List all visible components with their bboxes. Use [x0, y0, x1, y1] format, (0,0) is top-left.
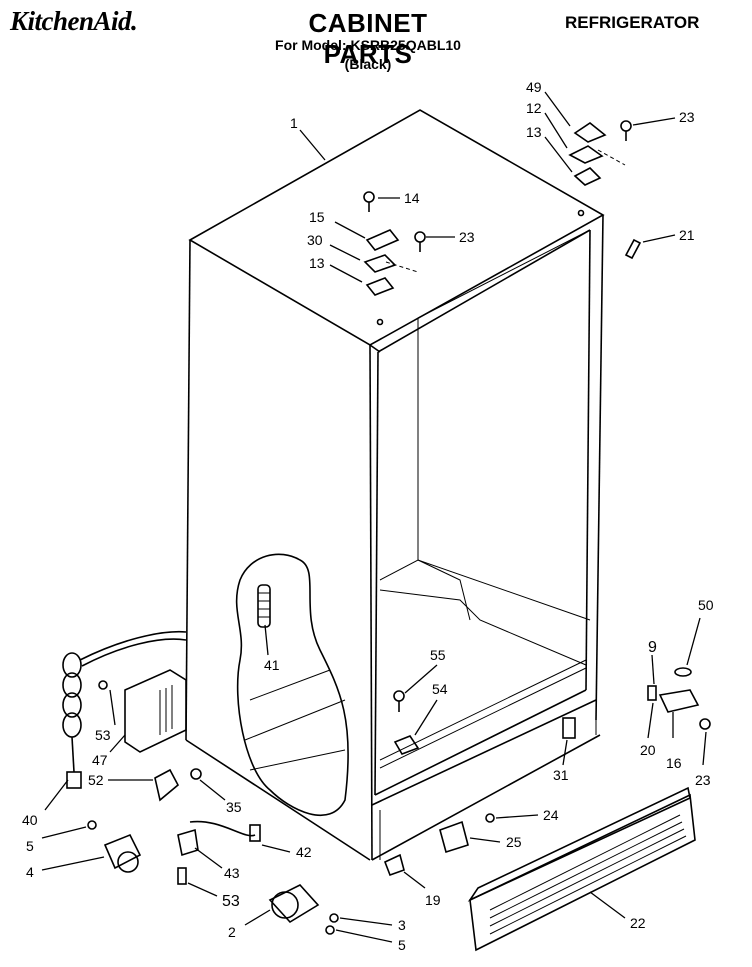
latch-31 [562, 717, 576, 739]
callout-24: 24 [543, 807, 559, 823]
bracket-52 [154, 768, 202, 802]
cabinet-body [185, 109, 605, 861]
drain-tube [257, 584, 271, 628]
callout-30: 30 [307, 232, 323, 248]
brand-logo: KitchenAid. [10, 6, 138, 36]
control-box [98, 669, 187, 753]
callout-53b: 53 [222, 893, 240, 910]
page-title: CABINET PARTS [308, 8, 428, 69]
callout-47: 47 [92, 752, 108, 768]
callout-13a: 13 [309, 255, 325, 271]
callout-42: 42 [296, 844, 312, 860]
front-roller [268, 884, 339, 935]
bracket-19 [383, 853, 405, 877]
callout-23a: 23 [459, 229, 475, 245]
callout-25: 25 [506, 834, 522, 850]
callout-5b: 5 [398, 937, 406, 953]
callout-labels: 1 14 15 23 30 13 49 12 13 23 21 41 55 54… [22, 79, 714, 953]
callout-16: 16 [666, 755, 682, 771]
callout-35: 35 [226, 799, 242, 815]
callout-54: 54 [432, 681, 448, 697]
model-subtitle: For Model: KSRB25QABL10 [275, 37, 461, 53]
callout-15: 15 [309, 209, 325, 225]
callout-40: 40 [22, 812, 38, 828]
callout-55: 55 [430, 647, 446, 663]
top-hinge-right [568, 120, 632, 217]
callout-23b: 23 [679, 109, 695, 125]
callout-12: 12 [526, 100, 542, 116]
callout-20: 20 [640, 742, 656, 758]
callout-3: 3 [398, 917, 406, 933]
leader-lines [41, 91, 707, 943]
callout-1: 1 [290, 115, 298, 131]
callout-52: 52 [88, 772, 104, 788]
toe-grille [467, 786, 696, 952]
leveling-bracket [393, 690, 420, 755]
category-label: REFRIGERATOR [565, 13, 700, 32]
callout-14: 14 [404, 190, 420, 206]
water-tube [189, 820, 256, 837]
callout-19: 19 [425, 892, 441, 908]
callout-31: 31 [553, 767, 569, 783]
bracket-25 [439, 820, 469, 854]
callout-43: 43 [224, 865, 240, 881]
callout-23c: 23 [695, 772, 711, 788]
callout-50: 50 [698, 597, 714, 613]
callout-13b: 13 [526, 124, 542, 140]
callout-5a: 5 [26, 838, 34, 854]
callout-4: 4 [26, 864, 34, 880]
callout-9: 9 [648, 639, 657, 656]
tube-clamp [177, 828, 199, 857]
callout-22: 22 [630, 915, 646, 931]
callout-41: 41 [264, 657, 280, 673]
callout-2: 2 [228, 924, 236, 940]
callout-53a: 53 [95, 727, 111, 743]
rear-roller [87, 820, 142, 873]
power-cord [62, 630, 187, 789]
top-hinge-left [363, 191, 426, 326]
color-subtitle: (Black) [344, 56, 392, 72]
callout-49: 49 [526, 79, 542, 95]
bottom-hinge-right [647, 667, 711, 730]
callout-21: 21 [679, 227, 695, 243]
door-stop-clip [624, 238, 642, 260]
